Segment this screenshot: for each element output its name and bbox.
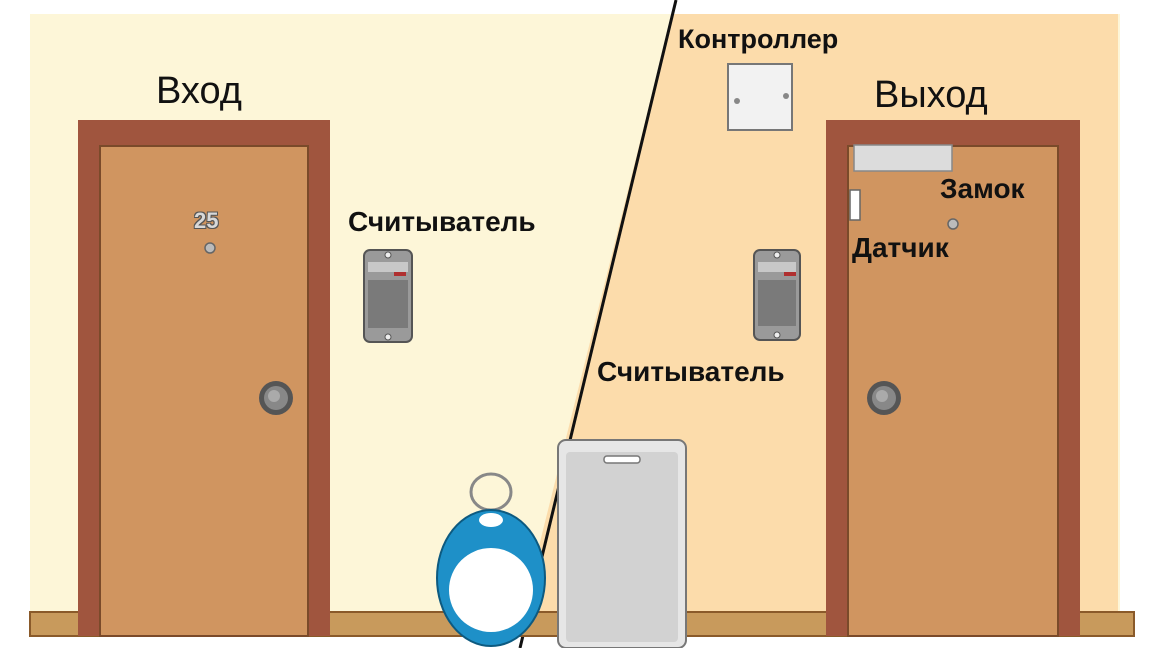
controller-box <box>727 63 793 131</box>
door-number: 25 <box>194 208 219 233</box>
card-reader-right <box>753 249 801 341</box>
reader-left-label: Считыватель <box>348 206 536 237</box>
proximity-card <box>557 439 687 648</box>
lock-keyhole <box>947 218 959 230</box>
sensor-label: Датчик <box>852 232 949 263</box>
door-sensor <box>849 189 861 221</box>
controller-label: Контроллер <box>678 24 839 54</box>
entry-door <box>78 120 330 637</box>
exit-label: Выход <box>874 74 988 116</box>
entry-label: Вход <box>156 70 242 112</box>
door-closer <box>853 144 953 172</box>
reader-right-label: Считыватель <box>597 356 785 387</box>
key-fob <box>436 472 546 647</box>
exit-door <box>826 120 1080 637</box>
door-peephole <box>204 242 216 254</box>
card-reader-left <box>363 249 413 343</box>
divider-line <box>518 0 678 648</box>
lock-label: Замок <box>940 173 1025 204</box>
